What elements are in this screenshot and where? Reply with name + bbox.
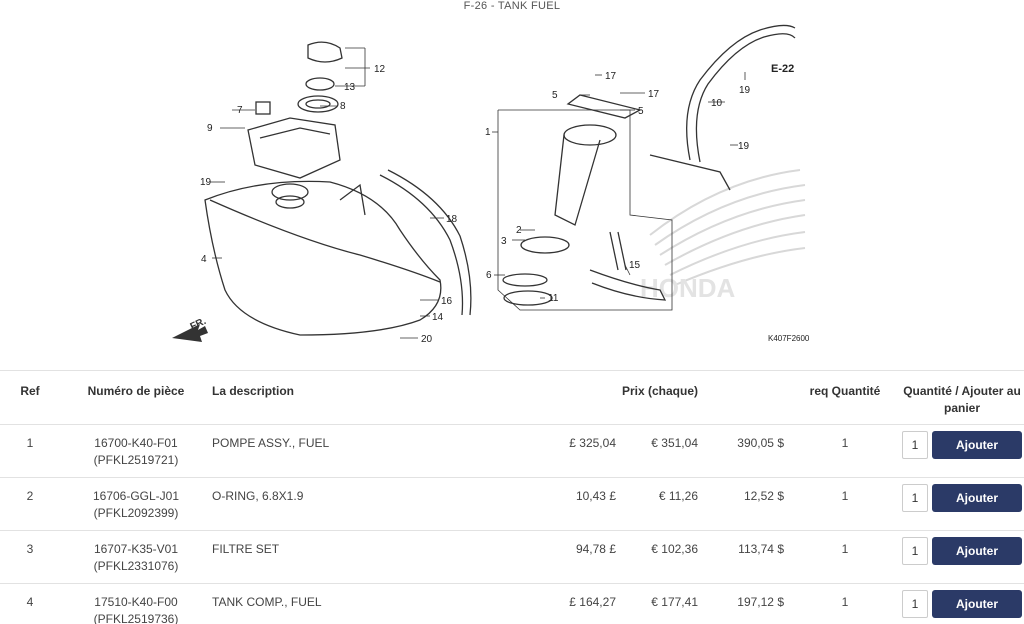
- table-header-row: Ref Numéro de pièce La description Prix …: [0, 370, 1024, 425]
- callout-10: 10: [711, 98, 723, 109]
- row-description: POMPE ASSY., FUEL: [212, 424, 472, 478]
- row-description: FILTRE SET: [212, 530, 472, 584]
- callout-16: 16: [441, 296, 453, 307]
- alt-part-number: (PFKL2092399): [93, 506, 179, 520]
- price-eur: € 177,41: [622, 583, 704, 624]
- add-to-cart-cell: Ajouter: [900, 477, 1024, 531]
- front-direction-arrow: [172, 324, 208, 342]
- add-to-cart-cell: Ajouter: [900, 424, 1024, 478]
- callout-19c: 19: [738, 141, 750, 152]
- part-number: 16706-GGL-J01: [92, 489, 180, 503]
- row-part-number: 16707-K35-V01 (PFKL2331076): [60, 530, 212, 584]
- quantity-input[interactable]: [902, 484, 928, 512]
- fuel-pump-drawing: [497, 94, 673, 311]
- add-to-cart-button[interactable]: Ajouter: [932, 484, 1022, 512]
- callout-4: 4: [201, 254, 207, 265]
- callout-15: 15: [629, 260, 641, 271]
- row-part-number: 16700-K40-F01 (PFKL2519721): [60, 424, 212, 478]
- table-row: 4 17510-K40-F00 (PFKL2519736) TANK COMP.,…: [0, 583, 1024, 624]
- row-ref: 3: [0, 530, 60, 584]
- price-gbp: £ 325,04: [472, 424, 622, 478]
- header-part-number: Numéro de pièce: [60, 370, 212, 425]
- header-description: La description: [212, 370, 472, 425]
- callout-8: 8: [340, 101, 346, 112]
- parts-table: Ref Numéro de pièce La description Prix …: [0, 370, 1024, 624]
- required-quantity: 1: [790, 477, 900, 531]
- price-usd: 390,05 $: [704, 424, 790, 478]
- callout-5b: 5: [638, 106, 644, 117]
- fuel-tank-drawing: [204, 180, 442, 336]
- callout-7: 7: [237, 105, 243, 116]
- callout-9: 9: [207, 123, 213, 134]
- alt-part-number: (PFKL2519721): [93, 453, 179, 467]
- required-quantity: 1: [790, 424, 900, 478]
- price-usd: 113,74 $: [704, 530, 790, 584]
- price-gbp: 94,78 £: [472, 530, 622, 584]
- callout-2: 2: [516, 225, 522, 236]
- header-req-qty: req Quantité: [790, 370, 900, 425]
- alt-part-number: (PFKL2519736): [93, 612, 179, 624]
- price-usd: 197,12 $: [704, 583, 790, 624]
- header-add-to-cart: Quantité / Ajouter au panier: [900, 370, 1024, 425]
- row-ref: 2: [0, 477, 60, 531]
- part-number: 16700-K40-F01: [94, 436, 178, 450]
- callout-19a: 19: [200, 177, 212, 188]
- price-gbp: £ 164,27: [472, 583, 622, 624]
- section-reference: E-22: [771, 63, 794, 75]
- add-to-cart-button[interactable]: Ajouter: [932, 431, 1022, 459]
- exploded-view-drawing: HONDA: [172, 24, 810, 345]
- row-ref: 1: [0, 424, 60, 478]
- leader-lines: [210, 47, 746, 339]
- required-quantity: 1: [790, 583, 900, 624]
- diagram-code: K407F2600: [768, 334, 810, 343]
- row-part-number: 17510-K40-F00 (PFKL2519736): [60, 583, 212, 624]
- callout-17b: 17: [648, 89, 660, 100]
- add-to-cart-cell: Ajouter: [900, 583, 1024, 624]
- price-usd: 12,52 $: [704, 477, 790, 531]
- callout-1: 1: [485, 127, 491, 138]
- callout-labels: 1 2 3 4 5 5 6 7 8 9 10 11 12 13 14 15 16…: [200, 64, 751, 345]
- row-ref: 4: [0, 583, 60, 624]
- hose-drawing: [379, 24, 796, 316]
- table-row: 1 16700-K40-F01 (PFKL2519721) POMPE ASSY.…: [0, 424, 1024, 478]
- row-part-number: 16706-GGL-J01 (PFKL2092399): [60, 477, 212, 531]
- table-row: 2 16706-GGL-J01 (PFKL2092399) O-RING, 6.8…: [0, 477, 1024, 531]
- callout-18: 18: [446, 214, 458, 225]
- add-to-cart-button[interactable]: Ajouter: [932, 537, 1022, 565]
- callout-5: 5: [552, 90, 558, 101]
- diagram-title: F-26 - TANK FUEL: [463, 0, 561, 12]
- quantity-input[interactable]: [902, 537, 928, 565]
- parts-diagram: F-26 - TANK FUEL HONDA: [172, 0, 810, 345]
- callout-17: 17: [605, 71, 617, 82]
- callout-13: 13: [344, 82, 356, 93]
- callout-3: 3: [501, 236, 507, 247]
- callout-14: 14: [432, 312, 444, 323]
- price-eur: € 351,04: [622, 424, 704, 478]
- quantity-input[interactable]: [902, 431, 928, 459]
- add-to-cart-cell: Ajouter: [900, 530, 1024, 584]
- required-quantity: 1: [790, 530, 900, 584]
- header-price: Prix (chaque): [472, 370, 704, 425]
- fuel-cap-drawing: [247, 41, 343, 179]
- quantity-input[interactable]: [902, 590, 928, 618]
- row-description: O-RING, 6.8X1.9: [212, 477, 472, 531]
- honda-wordmark: HONDA: [640, 273, 736, 303]
- price-eur: € 11,26: [622, 477, 704, 531]
- price-gbp: 10,43 £: [472, 477, 622, 531]
- callout-11: 11: [548, 293, 559, 304]
- callout-6: 6: [486, 270, 492, 281]
- row-description: TANK COMP., FUEL: [212, 583, 472, 624]
- part-number: 16707-K35-V01: [93, 542, 179, 556]
- header-spacer: [704, 370, 790, 425]
- header-ref: Ref: [0, 370, 60, 425]
- table-row: 3 16707-K35-V01(PFKL2331076) FILTRE SET …: [0, 530, 1024, 584]
- callout-12: 12: [374, 64, 386, 75]
- callout-19b: 19: [739, 85, 751, 96]
- part-number: 17510-K40-F00: [94, 595, 178, 609]
- callout-20: 20: [421, 334, 433, 345]
- add-to-cart-button[interactable]: Ajouter: [932, 590, 1022, 618]
- honda-wing-watermark: [649, 169, 806, 286]
- price-eur: € 102,36: [622, 530, 704, 584]
- alt-part-number: (PFKL2331076): [93, 559, 179, 573]
